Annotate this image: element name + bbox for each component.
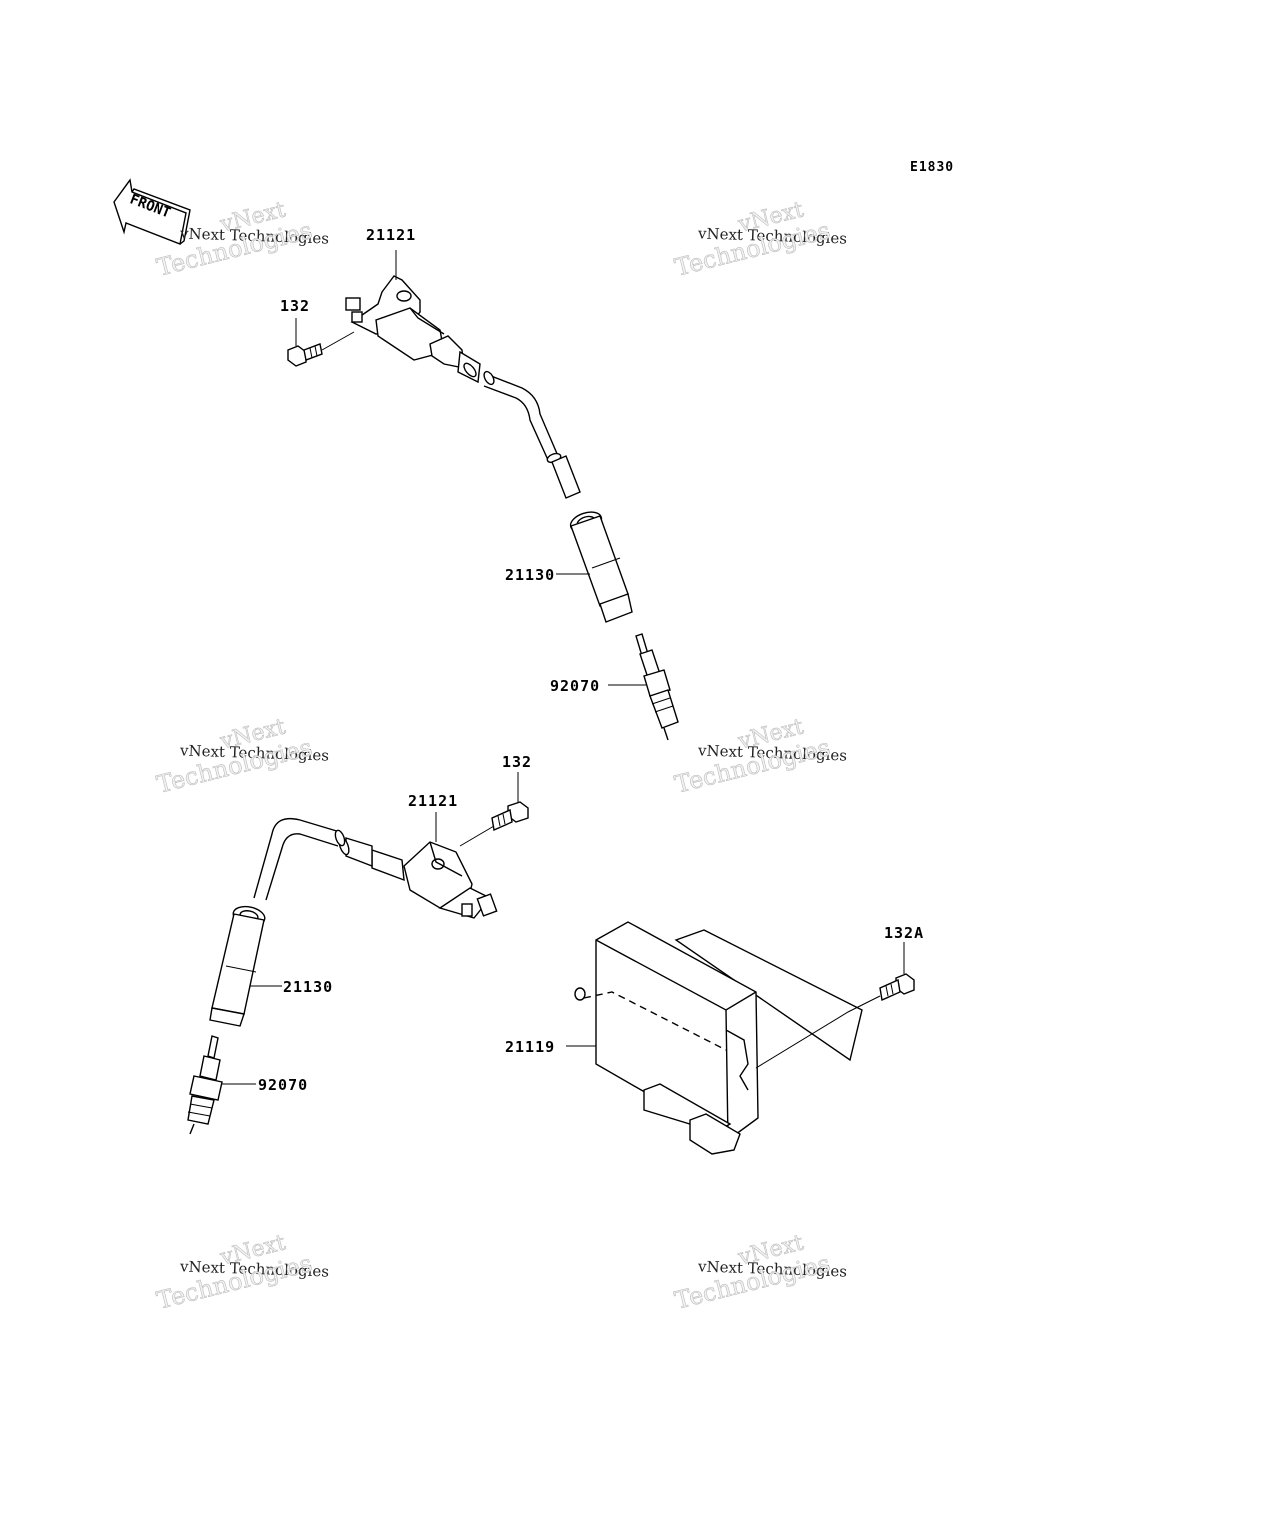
label-plug-upper: 92070 <box>550 677 601 695</box>
plug-cap-upper <box>569 511 633 623</box>
label-bolt-ecu: 132A <box>884 924 925 942</box>
ignition-coil-upper <box>345 275 581 499</box>
front-arrow-icon: FRONT <box>113 178 191 245</box>
label-bolt-lower: 132 <box>502 753 533 771</box>
bolt-ecu-icon <box>879 973 915 1002</box>
bolt-upper-icon <box>287 343 323 367</box>
ecu-unit <box>574 921 863 1155</box>
ignition-coil-lower <box>253 817 498 919</box>
label-bolt-upper: 132 <box>280 297 311 315</box>
label-cap-lower: 21130 <box>283 978 334 996</box>
diagram-code: E1830 <box>910 160 955 175</box>
label-coil-upper: 21121 <box>366 226 417 244</box>
label-coil-lower: 21121 <box>408 792 459 810</box>
bolt-lower-icon <box>491 801 529 832</box>
label-cap-upper: 21130 <box>505 566 556 584</box>
label-ecu: 21119 <box>505 1038 556 1056</box>
spark-plug-upper-icon <box>635 633 679 741</box>
label-plug-lower: 92070 <box>258 1076 309 1094</box>
plug-cap-lower <box>209 905 266 1027</box>
spark-plug-lower-icon <box>187 1035 223 1135</box>
